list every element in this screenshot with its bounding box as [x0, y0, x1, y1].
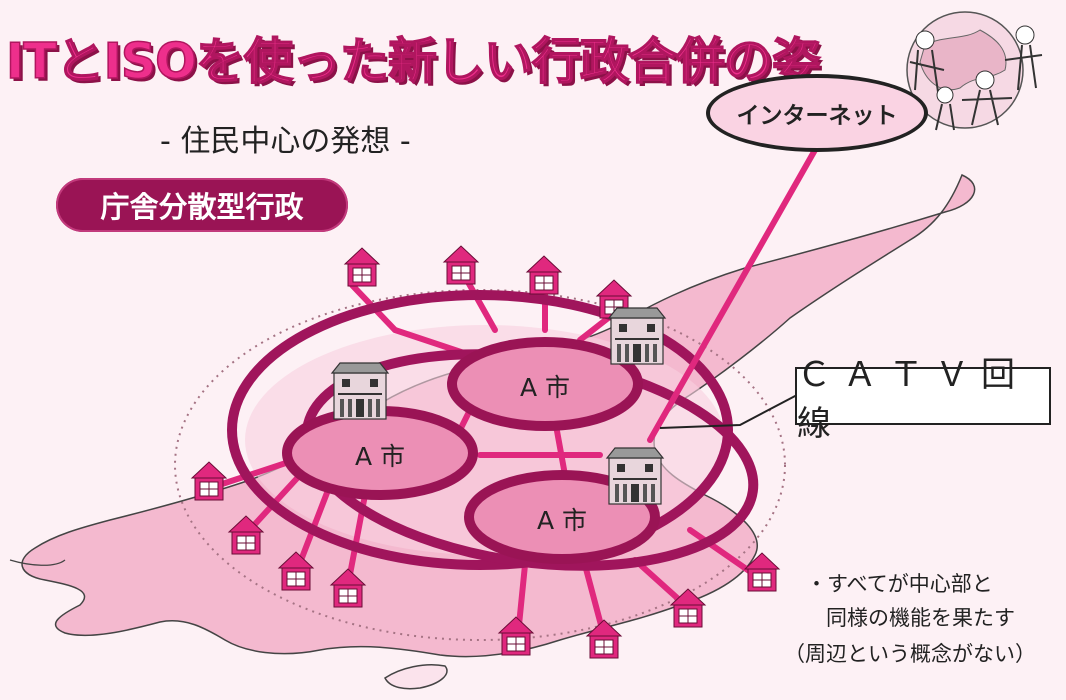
catv-callout-pointer — [659, 394, 798, 429]
island-coast-inlet — [9, 559, 66, 566]
city-label-bottom: A 市 — [537, 506, 588, 535]
government-building-icon — [608, 307, 666, 365]
house-icon — [191, 461, 227, 501]
note-line-1: ・すべてが中心部と — [806, 572, 993, 596]
page-subtitle: - 住民中心の発想 - — [160, 124, 411, 159]
house-icon — [526, 255, 562, 295]
city-label-left: A 市 — [355, 442, 406, 471]
note-line-3: （周辺という概念がない） — [784, 642, 1036, 666]
page-title: ITとISOを使った新しい行政合併の姿 — [5, 32, 821, 91]
city-label-top: A 市 — [520, 373, 571, 402]
note-line-2: 同様の機能を果たす — [826, 606, 1015, 630]
internet-bubble: インターネット — [706, 74, 928, 152]
globe-people-icon — [906, 11, 1043, 131]
internet-connection-line — [647, 147, 818, 443]
government-building-icon — [331, 362, 389, 420]
house-icon — [344, 247, 380, 287]
catv-callout-box: ＣＡＴＶ回線 — [795, 355, 1051, 444]
island-tip — [384, 663, 448, 690]
government-building-icon — [606, 447, 664, 505]
city-ellipse-top — [447, 337, 643, 431]
house-icon — [443, 245, 479, 285]
dotted-region-boundary — [174, 289, 786, 641]
concept-badge: 庁舎分散型行政 — [56, 178, 348, 232]
